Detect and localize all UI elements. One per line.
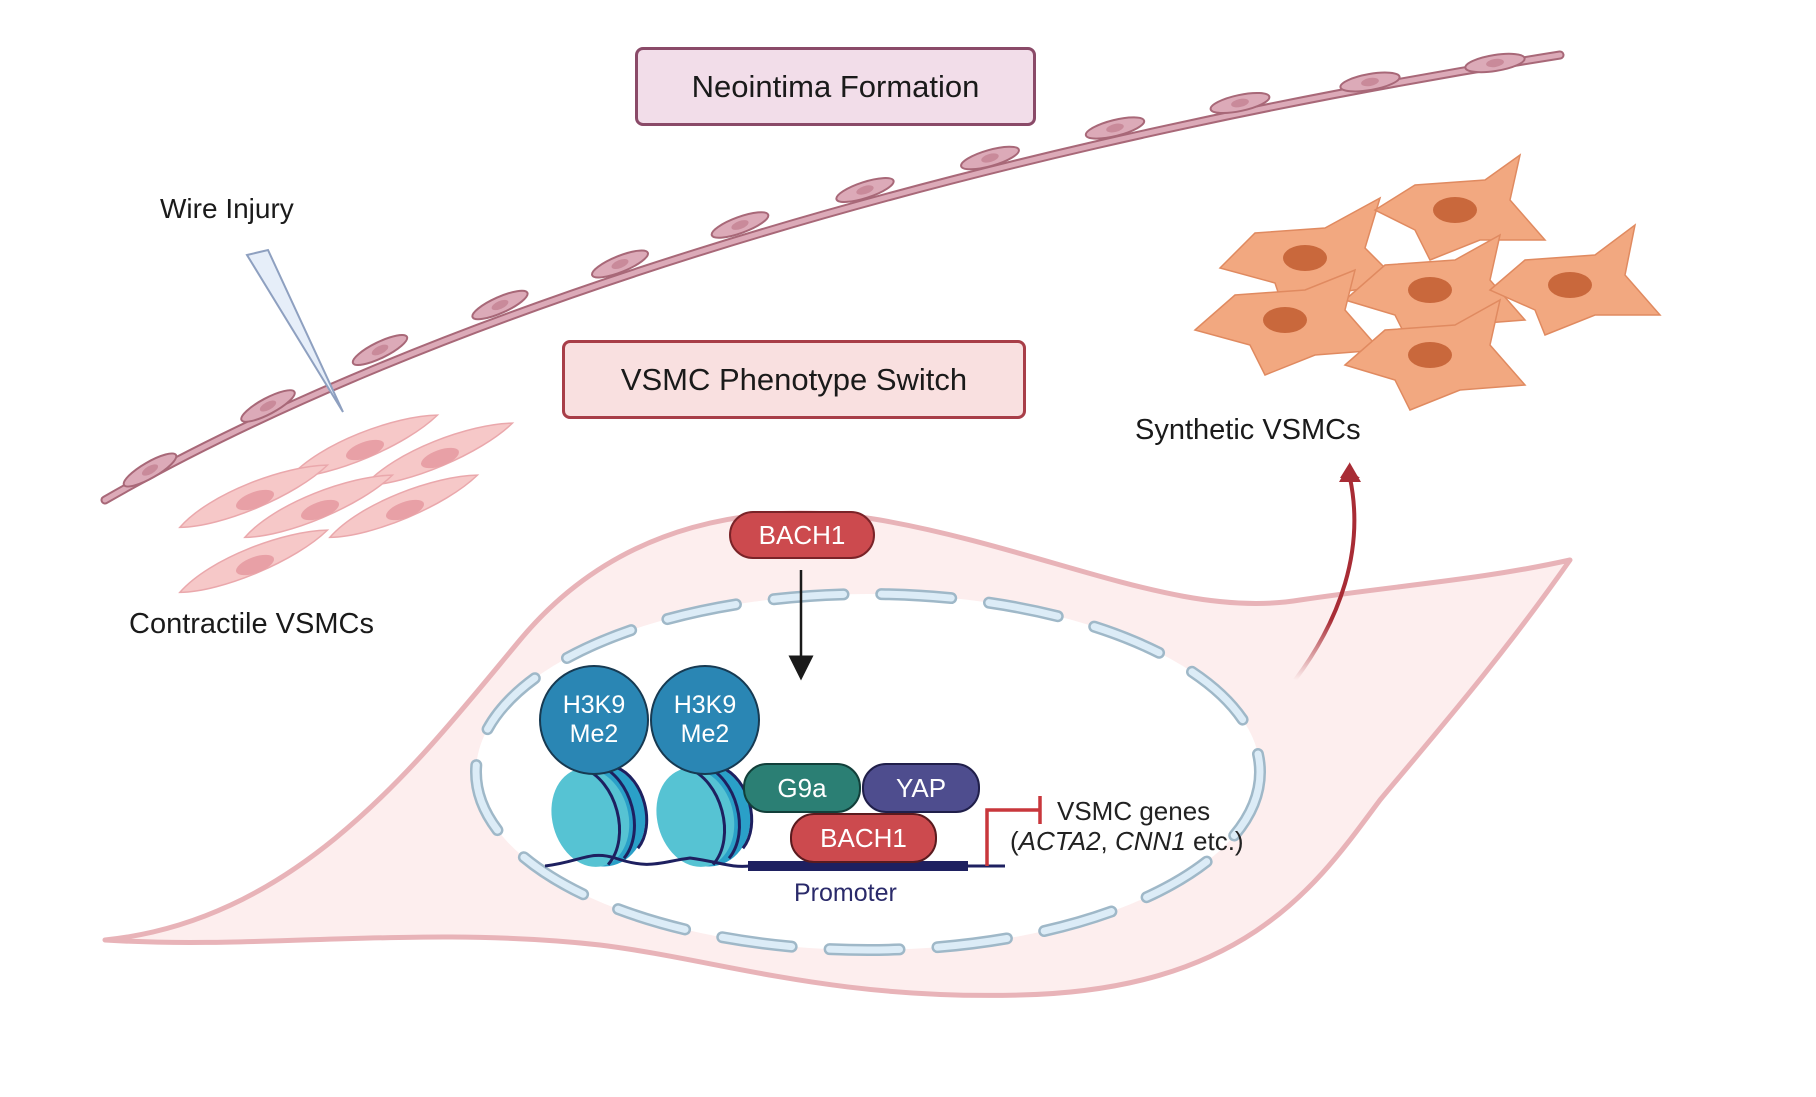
target-genes-label: VSMC genes (ACTA2, CNN1 etc.) <box>1010 796 1244 856</box>
target-genes-line2: (ACTA2, CNN1 etc.) <box>1010 826 1244 856</box>
synthetic-vsmc-cluster <box>1193 153 1662 411</box>
target-genes-line1: VSMC genes <box>1057 796 1211 826</box>
promoter-region <box>748 861 968 871</box>
g9a-protein: G9a <box>743 763 861 813</box>
endothelium-layer <box>100 50 1565 505</box>
synthetic-vsmcs-label: Synthetic VSMCs <box>1135 414 1361 446</box>
h3k9me2-mark: H3K9 Me2 <box>650 665 760 775</box>
h3k9me2-line1: H3K9 <box>562 691 626 719</box>
bach1-cytoplasmic: BACH1 <box>729 511 875 559</box>
bach1-cytoplasmic-label: BACH1 <box>758 519 846 550</box>
gene-separator: , <box>1100 826 1115 856</box>
synthetic-cell <box>1488 223 1662 336</box>
phenotype-switch-arrow <box>1293 477 1357 682</box>
g9a-label: G9a <box>777 772 827 803</box>
wire-injury-icon <box>245 248 344 413</box>
contractile-vsmc-cluster <box>178 414 515 594</box>
synthetic-cell <box>1373 153 1547 261</box>
paren-open: ( <box>1010 826 1019 856</box>
nucleosomes <box>551 763 754 867</box>
gene-suffix: etc.) <box>1185 826 1244 856</box>
h3k9me2-line2: Me2 <box>680 720 730 748</box>
repression-icon <box>985 796 1042 866</box>
dna-strand <box>544 853 1005 868</box>
nucleosome <box>656 763 754 867</box>
synthetic-cell <box>1343 298 1527 411</box>
nuclear-envelope-inner <box>472 590 1264 954</box>
nucleosome <box>551 763 649 867</box>
gene-cnn1: CNN1 <box>1115 826 1186 856</box>
promoter-label: Promoter <box>794 879 897 907</box>
contractile-vsmcs-label: Contractile VSMCs <box>129 608 374 640</box>
yap-protein: YAP <box>862 763 980 813</box>
phenotype-switch-label: VSMC Phenotype Switch <box>620 361 968 397</box>
phenotype-switch-box: VSMC Phenotype Switch <box>562 340 1026 419</box>
h3k9me2-mark: H3K9 Me2 <box>539 665 649 775</box>
neointima-formation-box: Neointima Formation <box>635 47 1036 126</box>
synthetic-cell <box>1193 268 1382 376</box>
neointima-formation-label: Neointima Formation <box>691 68 980 104</box>
gene-acta2: ACTA2 <box>1018 826 1101 856</box>
h3k9me2-line1: H3K9 <box>673 691 737 719</box>
wire-injury-label: Wire Injury <box>160 193 294 224</box>
yap-label: YAP <box>895 772 947 803</box>
bach1-nuclear-label: BACH1 <box>820 822 907 853</box>
arrowhead-icon <box>1339 463 1361 482</box>
h3k9me2-line2: Me2 <box>569 720 619 748</box>
bach1-nuclear: BACH1 <box>790 813 937 863</box>
